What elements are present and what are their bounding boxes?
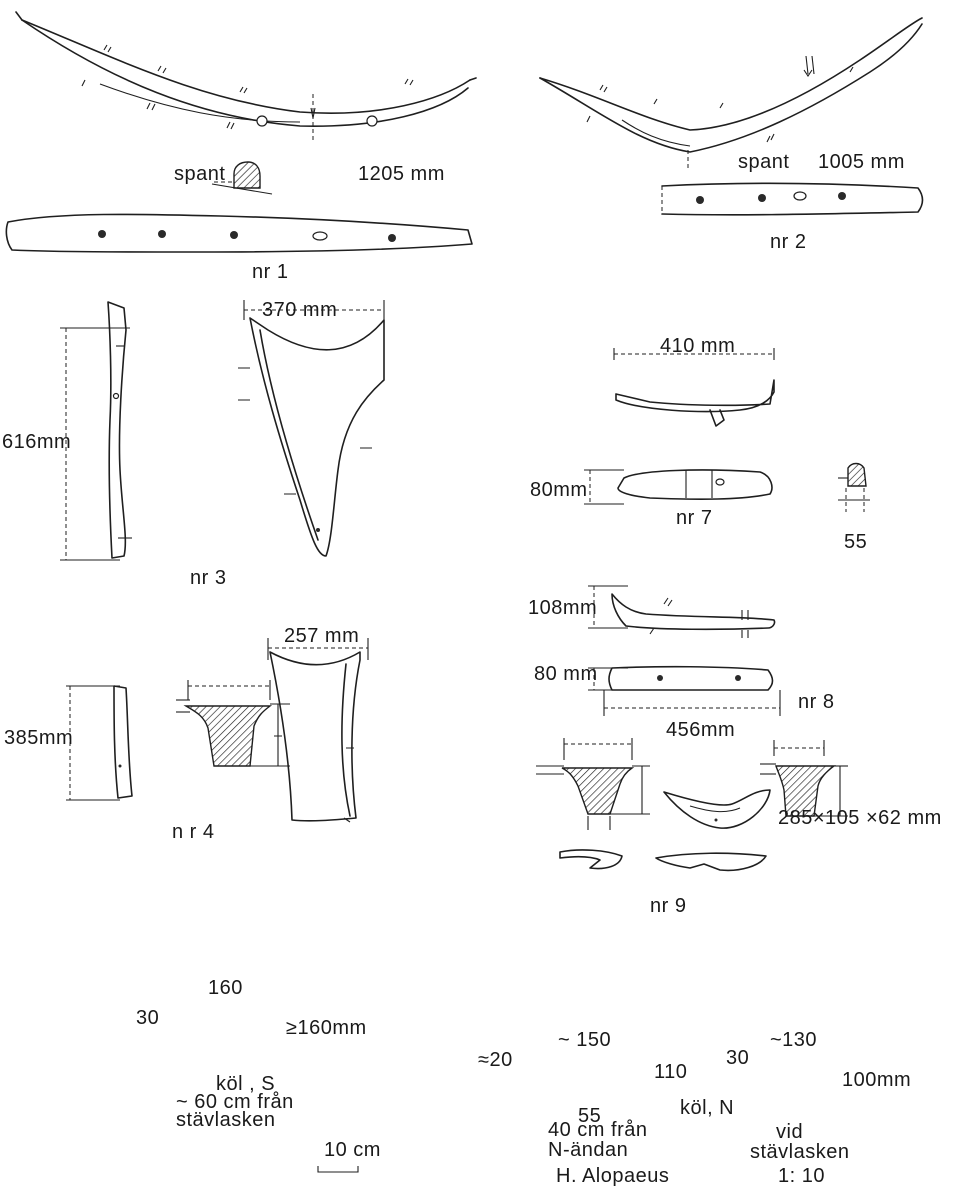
keel-s-depth: ≥160mm xyxy=(286,1017,367,1039)
part-8-height-top: 108mm xyxy=(528,597,598,619)
part-2-label: nr 2 xyxy=(770,231,807,253)
keel-s-distance-1: ~ 60 cm från xyxy=(176,1091,294,1113)
scale-bar-10cm xyxy=(317,1166,359,1173)
part-9-label: nr 9 xyxy=(650,895,687,917)
part-8-plan xyxy=(588,665,781,716)
keel-n2-depth: 100mm xyxy=(842,1069,912,1091)
part-1-label: nr 1 xyxy=(252,261,289,283)
keel-s-distance-2: stävlasken xyxy=(176,1109,276,1131)
keel-s-top-width: 160 xyxy=(208,977,243,999)
drawing-scale: 1: 10 xyxy=(778,1165,825,1187)
keel-n-name: köl, N xyxy=(680,1097,735,1119)
part-9-views xyxy=(559,789,771,872)
keel-n2-location-2: stävlasken xyxy=(750,1141,850,1163)
frame-2-elevation xyxy=(539,17,923,168)
keel-n2-flange: 30 xyxy=(726,1047,750,1069)
keel-s-flange: 30 xyxy=(136,1007,160,1029)
part-3-label: nr 3 xyxy=(190,567,227,589)
part-3-height: 616mm xyxy=(2,431,72,453)
keel-n2-top-width: ~130 xyxy=(770,1029,818,1051)
frame-1-plan xyxy=(5,213,473,253)
part-7-label: nr 7 xyxy=(676,507,713,529)
frame-1-elevation xyxy=(15,11,477,140)
keel-n1-depth: 110 xyxy=(654,1061,688,1083)
scale-bar-label: 10 cm xyxy=(324,1139,381,1161)
frame-2-caption: spant xyxy=(738,151,790,173)
keel-n1-top-width: ~ 150 xyxy=(558,1029,612,1051)
frame-1-section xyxy=(211,161,273,195)
frame-1-caption: spant xyxy=(174,163,226,185)
part-7-width: 410 mm xyxy=(660,335,736,357)
keel-s-section xyxy=(176,680,290,767)
keel-n1-distance-2: N-ändan xyxy=(548,1139,629,1161)
part-7-section xyxy=(838,462,870,512)
part-8-height-bottom: 80 mm xyxy=(534,663,598,685)
keel-n2-location-1: vid xyxy=(776,1121,804,1143)
part-7-plan xyxy=(584,469,773,505)
part-3-side-view xyxy=(60,301,132,561)
keel-n1-flange: ≈20 xyxy=(478,1049,513,1071)
frame-1-length: 1205 mm xyxy=(358,163,445,185)
keel-n1-distance-1: 40 cm från xyxy=(548,1119,648,1141)
keel-n-section-2 xyxy=(760,740,848,817)
part-4-label: n r 4 xyxy=(172,821,215,843)
keel-n-section-1 xyxy=(536,738,650,830)
keel-n1-bottom-width: 55 xyxy=(578,1105,602,1127)
part-7-elevation xyxy=(613,348,775,427)
part-4-width: 257 mm xyxy=(284,625,360,647)
author-name: H. Alopaeus xyxy=(556,1165,670,1187)
frame-2-length: 1005 mm xyxy=(818,151,905,173)
part-8-elevation xyxy=(588,585,776,638)
part-4-front-view xyxy=(267,638,369,823)
keel-s-name: köl , S xyxy=(216,1073,276,1095)
part-4-side-view xyxy=(66,685,133,801)
part-3-width: 370 mm xyxy=(262,299,338,321)
part-8-length: 456mm xyxy=(666,719,736,741)
part-3-front-view xyxy=(238,300,385,557)
part-7-height: 80mm xyxy=(530,479,588,501)
part-8-label: nr 8 xyxy=(798,691,835,713)
part-7-section-width: 55 xyxy=(844,531,868,553)
frame-2-plan xyxy=(661,182,924,216)
part-9-dimensions: 285×105 ×62 mm xyxy=(778,807,942,829)
part-4-height: 385mm xyxy=(4,727,74,749)
